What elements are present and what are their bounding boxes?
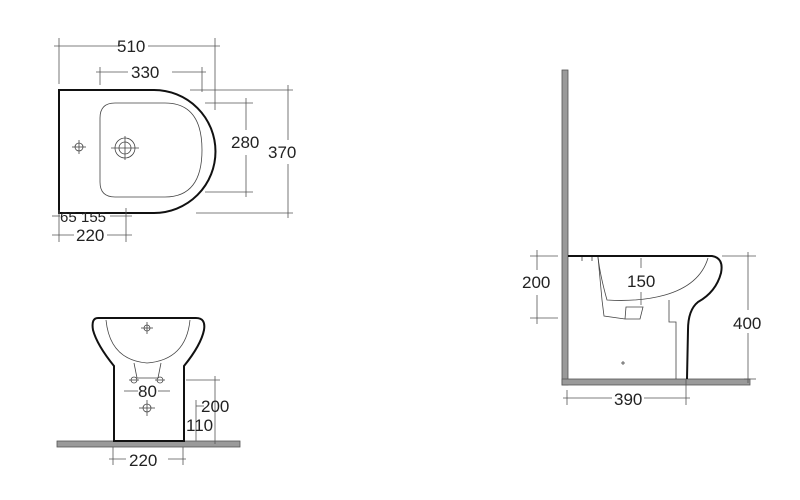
dim-rim-to-fixing: 200: [522, 273, 550, 292]
fixing-hole-icon: [72, 140, 86, 154]
top-view-outline: [58, 89, 217, 214]
bowl-outline: [99, 102, 203, 198]
side-view-outline: [568, 255, 723, 380]
floor: [561, 378, 751, 386]
dim-bowl-width: 280: [231, 133, 259, 152]
dim-outlet-height: 110: [186, 416, 213, 435]
front-view-outline: [91, 317, 206, 442]
dim-width-total: 510: [117, 37, 145, 56]
dim-waste-spacing: 80: [138, 382, 157, 401]
dim-tap-offset: 155: [81, 209, 106, 226]
dim-waste-height: 200: [201, 397, 229, 416]
dim-tap-from-back: 220: [76, 226, 104, 245]
front-view: 80 200 110 220: [56, 317, 241, 470]
dim-projection: 390: [614, 390, 642, 409]
dim-base-width: 220: [129, 451, 157, 470]
dim-depth-total: 370: [268, 143, 296, 162]
wall: [561, 69, 569, 386]
dim-bowl-depth: 150: [627, 272, 655, 291]
side-view: 200 150 400 390: [522, 69, 761, 409]
cross-mark-icon: [129, 322, 165, 416]
dim-bowl-length: 330: [131, 63, 159, 82]
tap-hole-icon: [111, 136, 139, 160]
top-view: 510 330 280 370 65 155 220: [52, 37, 296, 245]
dim-total-height: 400: [733, 314, 761, 333]
dim-hole-offset: 65: [60, 209, 77, 226]
